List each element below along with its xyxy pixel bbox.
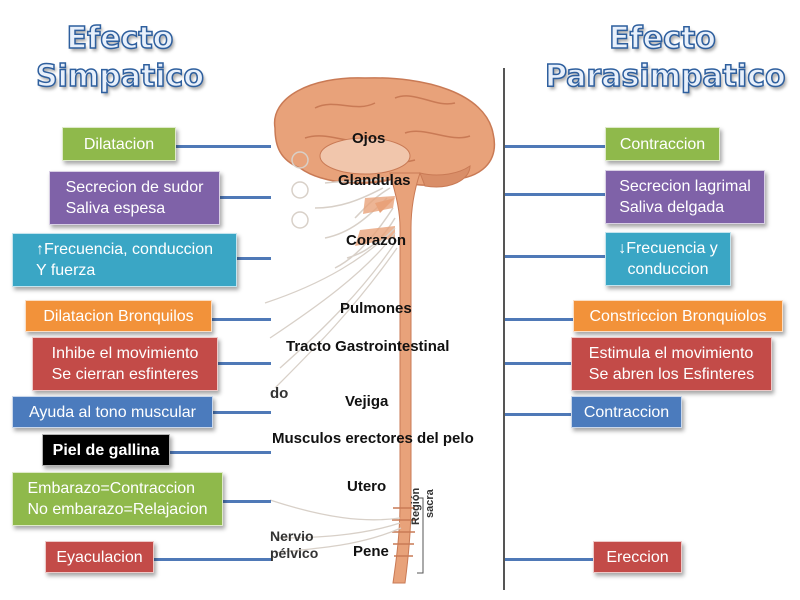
side-label-pelvico: pélvico [270,545,319,561]
connector-left-bronquilos [212,318,271,321]
title-right-line2: Parasimpatico [544,58,786,95]
side-label-do: do [270,385,289,402]
connector-right-frecuencia [505,255,605,258]
connector-right-ereccion [505,558,593,561]
box-text: Eyaculacion [56,548,143,566]
title-efecto-simpatico: Efecto Simpatico [20,20,220,96]
box-parasimpatico-bronquiolos: Constriccion Bronquiolos [573,300,783,332]
connector-right-secrecion [505,193,605,196]
box-text: Inhibe el movimiento Se cierran esfinter… [51,345,199,383]
box-simpatico-dilatacion: Dilatacion [62,127,176,161]
connector-left-piel [170,451,271,454]
side-label-nervio: Nervio [270,528,314,544]
side-label-sacra: sacra [424,489,436,518]
center-divider [503,68,505,590]
organ-musculos-erectores: Musculos erectores del pelo [272,430,474,447]
organ-vejiga: Vejiga [345,393,389,410]
connector-left-tono [213,411,271,414]
connector-left-frecuencia [237,257,271,260]
organ-utero: Utero [347,478,387,495]
side-label-region: Región [410,487,422,525]
organ-pene: Pene [353,543,389,560]
box-text: Estimula el movimiento Se abren los Esfi… [588,345,755,383]
connector-right-contraccion-vejiga [505,413,571,416]
organ-ojos: Ojos [352,130,386,147]
box-simpatico-embarazo: Embarazo=Contraccion No embarazo=Relajac… [12,472,223,526]
spinal-cord [389,172,421,584]
box-text: Dilatacion Bronquilos [43,307,194,325]
box-simpatico-eyaculacion: Eyaculacion [45,541,154,573]
connector-left-secrecion [220,196,271,199]
box-simpatico-frecuencia: ↑Frecuencia, conduccion Y fuerza [12,233,237,287]
box-text: Ayuda al tono muscular [29,403,196,421]
box-text: ↑Frecuencia, conduccion Y fuerza [36,241,213,279]
box-text: Ereccion [606,548,669,566]
connector-left-embarazo [223,500,271,503]
box-simpatico-inhibe: Inhibe el movimiento Se cierran esfinter… [32,337,218,391]
connector-left-inhibe [218,362,271,365]
organ-glandulas: Glandulas [338,172,411,189]
box-simpatico-tono: Ayuda al tono muscular [12,396,213,428]
title-left-line2: Simpatico [35,58,204,95]
box-simpatico-secrecion: Secrecion de sudor Saliva espesa [49,171,220,225]
box-text: Secrecion lagrimal Saliva delgada [619,178,751,216]
box-text: Piel de gallina [52,441,160,459]
box-text: Contraccion [619,135,706,153]
organ-pulmones: Pulmones [340,300,412,317]
connector-right-estimula [505,362,571,365]
box-parasimpatico-frecuencia: ↓Frecuencia y conduccion [605,232,731,286]
box-parasimpatico-secrecion: Secrecion lagrimal Saliva delgada [605,170,765,224]
title-right-line1: Efecto [608,20,716,57]
box-parasimpatico-contraccion: Contraccion [605,127,720,161]
box-text: Secrecion de sudor Saliva espesa [65,179,204,217]
box-simpatico-bronquilos: Dilatacion Bronquilos [25,300,212,332]
connector-right-contraccion [505,145,605,148]
box-text: Contraccion [583,403,670,421]
title-left-line1: Efecto [66,20,174,57]
title-efecto-parasimpatico: Efecto Parasimpatico [544,20,786,96]
box-text: ↓Frecuencia y conduccion [618,240,718,278]
box-text: Constriccion Bronquiolos [589,307,767,325]
box-simpatico-piel: Piel de gallina [42,434,170,466]
organ-corazon: Corazon [346,232,406,249]
box-text: Dilatacion [83,135,155,153]
box-parasimpatico-contraccion-vejiga: Contraccion [571,396,682,428]
nervous-system-illustration [255,68,505,590]
box-parasimpatico-estimula: Estimula el movimiento Se abren los Esfi… [571,337,772,391]
connector-left-eyaculacion [154,558,271,561]
organ-tracto-gastrointestinal: Tracto Gastrointestinal [286,338,450,355]
connector-left-dilatacion [176,145,271,148]
box-parasimpatico-ereccion: Ereccion [593,541,682,573]
box-text: Embarazo=Contraccion No embarazo=Relajac… [27,480,208,518]
connector-right-bronquiolos [505,318,573,321]
